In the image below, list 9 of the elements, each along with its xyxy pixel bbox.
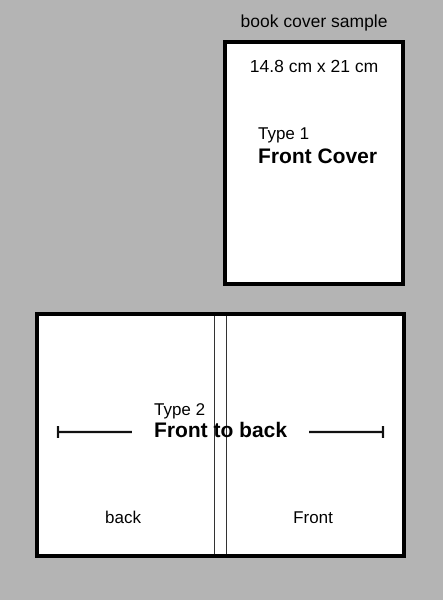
panel-label: back [104, 508, 142, 528]
type-label: Type 1 [258, 124, 310, 144]
size-label: 14.8 cm x 21 cm [248, 56, 380, 76]
cover-heading: Front Cover [258, 145, 378, 169]
cover-spread-box [35, 312, 406, 558]
panel-label: Front [292, 508, 334, 528]
type-label: Type 2 [154, 400, 206, 420]
front-cover-box [223, 40, 405, 286]
diagram-title: book cover sample [240, 11, 388, 31]
